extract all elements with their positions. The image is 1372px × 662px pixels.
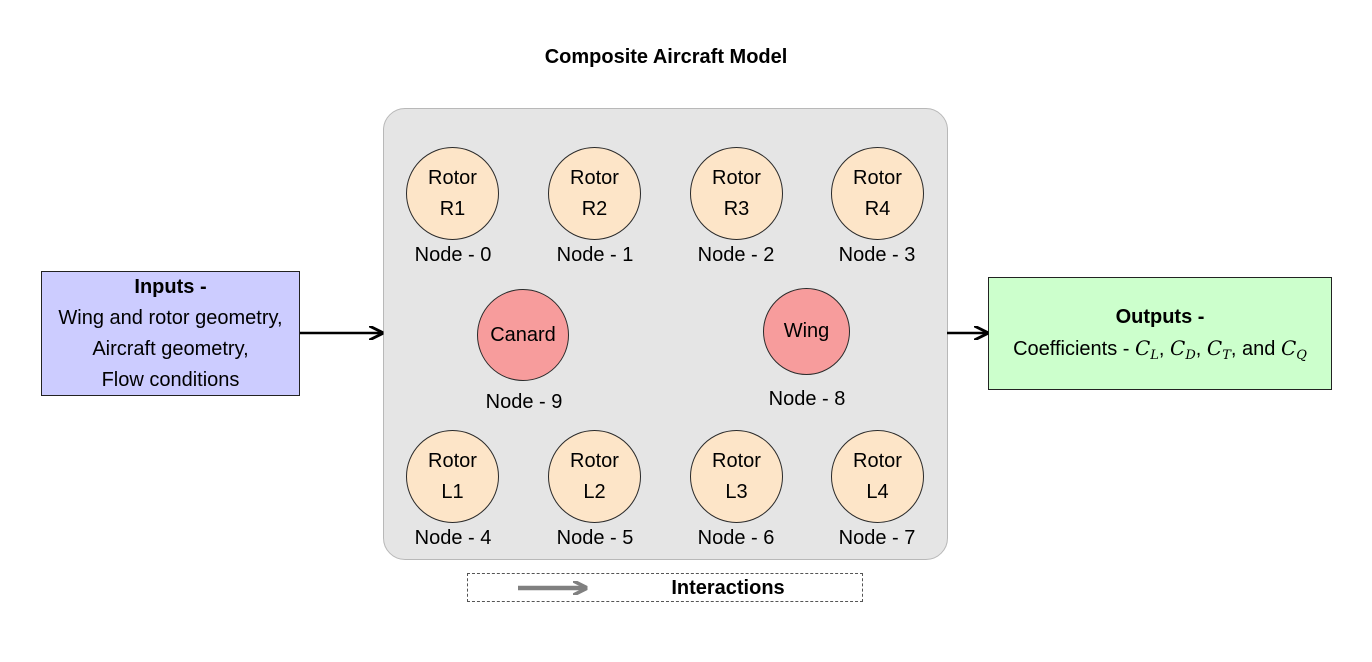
rotor-l2-text: Rotor: [570, 449, 619, 472]
rotor-l1-text: Rotor: [428, 449, 477, 472]
canard-text: Canard: [490, 323, 556, 346]
inputs-box: Inputs - Wing and rotor geometry, Aircra…: [41, 271, 300, 396]
rotor-r4-text: Rotor: [853, 166, 902, 189]
wing-text: Wing: [783, 320, 830, 342]
diagram-title: Composite Aircraft Model: [544, 46, 788, 68]
node-6-label: Node - 6: [697, 527, 775, 549]
node-8-label: Node - 8: [768, 388, 846, 410]
node-2-label: Node - 2: [697, 244, 775, 266]
wing-node: Wing: [763, 288, 850, 375]
node-9-label: Node - 9: [485, 391, 563, 413]
legend-label: Interactions: [671, 577, 785, 599]
rotor-l3-text: Rotor: [712, 449, 761, 472]
inputs-line-geometry: Wing and rotor geometry,: [58, 306, 283, 329]
rotor-r2-id: R2: [581, 197, 608, 220]
coefficient-drag: CD: [1170, 336, 1196, 363]
rotor-l2-id: L2: [583, 480, 606, 503]
node-3-label: Node - 3: [838, 244, 916, 266]
rotor-r2-text: Rotor: [570, 166, 619, 189]
rotor-r1-id: R1: [439, 197, 466, 220]
rotor-l3-node: Rotor L3: [690, 430, 783, 523]
rotor-r1-text: Rotor: [428, 166, 477, 189]
node-0-label: Node - 0: [414, 244, 492, 266]
rotor-r3-node: Rotor R3: [690, 147, 783, 240]
rotor-l4-id: L4: [866, 480, 889, 503]
inputs-line-aircraft: Aircraft geometry,: [92, 337, 249, 360]
coefficient-torque: CQ: [1280, 336, 1307, 363]
node-7-label: Node - 7: [838, 527, 916, 549]
node-1-label: Node - 1: [556, 244, 634, 266]
outputs-box: Outputs - Coefficients - CL, CD, CT, and…: [988, 277, 1332, 390]
coefficient-lift: CL: [1134, 336, 1159, 363]
canard-node: Canard: [477, 289, 569, 381]
rotor-r2-node: Rotor R2: [548, 147, 641, 240]
conjunction-and: , and: [1230, 338, 1281, 360]
outputs-prefix: Coefficients -: [1013, 338, 1135, 360]
inputs-heading: Inputs -: [134, 275, 207, 298]
rotor-r3-text: Rotor: [712, 166, 761, 189]
rotor-l1-node: Rotor L1: [406, 430, 499, 523]
rotor-l4-text: Rotor: [853, 449, 902, 472]
rotor-r1-node: Rotor R1: [406, 147, 499, 240]
rotor-r4-id: R4: [864, 197, 891, 220]
rotor-l3-id: L3: [725, 480, 748, 503]
node-4-label: Node - 4: [414, 527, 492, 549]
separator-2: ,: [1195, 338, 1207, 360]
outputs-heading: Outputs -: [1115, 306, 1205, 328]
node-5-label: Node - 5: [556, 527, 634, 549]
separator-1: ,: [1158, 338, 1171, 360]
rotor-r3-id: R3: [723, 197, 750, 220]
rotor-l2-node: Rotor L2: [548, 430, 641, 523]
rotor-l1-id: L1: [441, 480, 464, 503]
inputs-line-flow: Flow conditions: [101, 368, 240, 391]
outputs-coefficients: Coefficients - CL, CD, CT, and CQ: [1013, 333, 1307, 365]
rotor-r4-node: Rotor R4: [831, 147, 924, 240]
coefficient-thrust: CT: [1206, 336, 1231, 363]
rotor-l4-node: Rotor L4: [831, 430, 924, 523]
